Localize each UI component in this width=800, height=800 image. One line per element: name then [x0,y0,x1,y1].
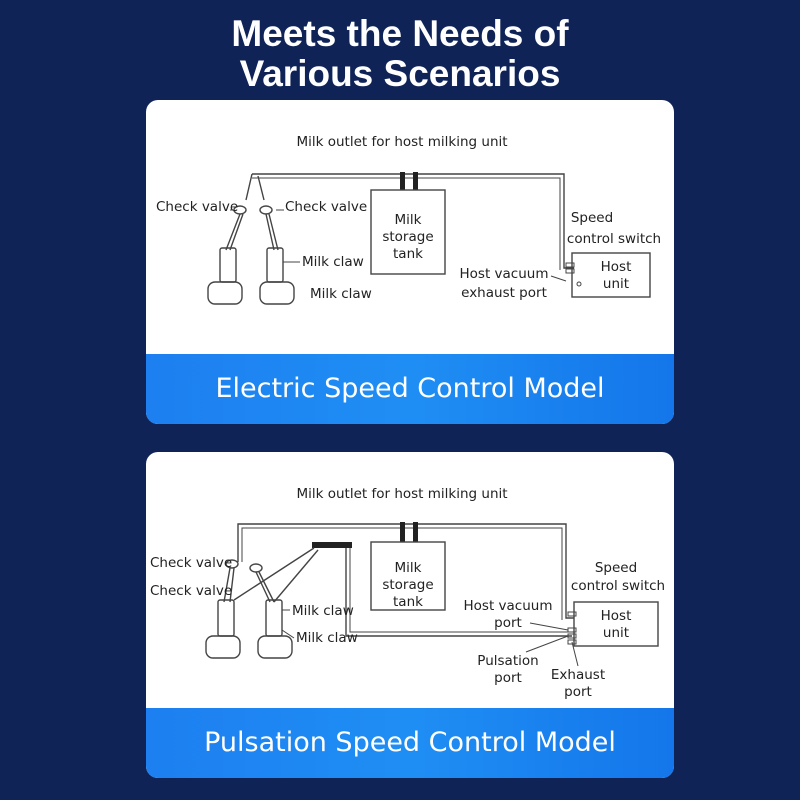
speed-switch-port-icon-2 [565,268,575,274]
top-tube [252,173,574,269]
milk-storage-tank [370,541,446,611]
milk-claw-1-label: Milk claw [302,254,364,270]
check-valve-right-icon [259,205,273,215]
claw-hoses [223,567,275,603]
host-label-line-1: Host [601,259,632,275]
check-valve-1-label: Check valve [150,555,232,571]
claw-leader-lines [281,609,295,639]
outlet-nozzle-left [400,522,405,542]
milk-claw-2-label: Milk claw [296,630,358,646]
headline-line-1: Meets the Needs of [231,13,569,54]
valve-feed-lines [245,173,265,201]
milk-outlet-label: Milk outlet for host milking unit [296,486,507,502]
milk-claw-2-body [265,599,283,637]
pulsation-line [345,548,572,637]
milk-claw-2-cup [259,281,295,305]
host-label-line-1: Host [601,608,632,624]
claw-hoses [225,213,279,251]
pulsation-model-diagram: Milk outlet for host milking unit Milk s… [150,486,665,700]
milk-storage-tank [370,189,446,275]
speed-label-line-2: control switch [567,231,661,247]
vacuum-port-icon [567,627,577,633]
speed-label-line-1: Speed [595,560,637,576]
pulsation-label-line-1: Pulsation [477,653,538,669]
port-leader-lines [525,622,579,667]
speed-label-line-1: Speed [571,210,613,226]
tank-label-line-2: storage [382,577,433,593]
tank-label-line-1: Milk [395,560,422,576]
electric-model-diagram: Milk outlet for host milking unit Milk s… [156,134,661,305]
milk-claw-1-body [217,599,235,637]
vacuum-label-line-1: Host vacuum [460,266,549,282]
pulsation-manifold [312,542,352,548]
vacuum-label-line-2: exhaust port [461,285,547,301]
pulsation-model-banner: Pulsation Speed Control Model [146,708,674,778]
check-valve-2-label: Check valve [150,583,232,599]
exhaust-label-line-2: port [564,684,592,700]
check-valve-2-icon [249,563,263,573]
vacuum-label-line-1: Host vacuum [464,598,553,614]
electric-model-banner: Electric Speed Control Model [146,354,674,424]
top-tube-inner [252,177,561,270]
milk-claw-1-body [219,247,237,283]
vacuum-label-line-2: port [494,615,522,631]
pulsation-model-card: Milk outlet for host milking unit Milk s… [146,452,674,778]
vacuum-leader-line [550,275,567,282]
milk-claw-1-label: Milk claw [292,603,354,619]
exhaust-label-line-1: Exhaust [551,667,605,683]
pulsation-line-inner [349,548,572,633]
check-valve-right-label: Check valve [285,199,367,215]
milk-claw-1-cup [207,281,243,305]
milk-claw-2-cup [257,635,293,659]
pulsation-hoses [233,547,319,603]
vacuum-port-icon [576,281,582,287]
tank-label-line-1: Milk [395,212,422,228]
host-unit [573,601,659,647]
headline: Meets the Needs of Various Scenarios [0,14,800,94]
host-label-line-2: unit [603,625,629,641]
milk-claw-2-label: Milk claw [310,286,372,302]
speed-switch-port-icon [565,262,575,268]
check-valve-1-icon [225,559,239,569]
tank-label-line-2: storage [382,229,433,245]
speed-label-line-2: control switch [571,578,665,594]
top-tube [237,523,574,619]
milk-claw-2-body [266,247,284,283]
electric-model-card: Milk outlet for host milking unit Milk s… [146,100,674,424]
pulsation-label-line-2: port [494,670,522,686]
milk-claw-1-cup [205,635,241,659]
tank-label-line-3: tank [393,246,423,262]
speed-switch-port-icon [567,611,577,617]
tank-label-line-3: tank [393,594,423,610]
headline-line-2: Various Scenarios [239,53,561,94]
outlet-nozzle-left [400,172,405,190]
host-label-line-2: unit [603,276,629,292]
check-valve-left-label: Check valve [156,199,238,215]
milk-outlet-label: Milk outlet for host milking unit [296,134,507,150]
outlet-nozzle-right [413,522,418,542]
host-unit [571,252,651,298]
outlet-nozzle-right [413,172,418,190]
